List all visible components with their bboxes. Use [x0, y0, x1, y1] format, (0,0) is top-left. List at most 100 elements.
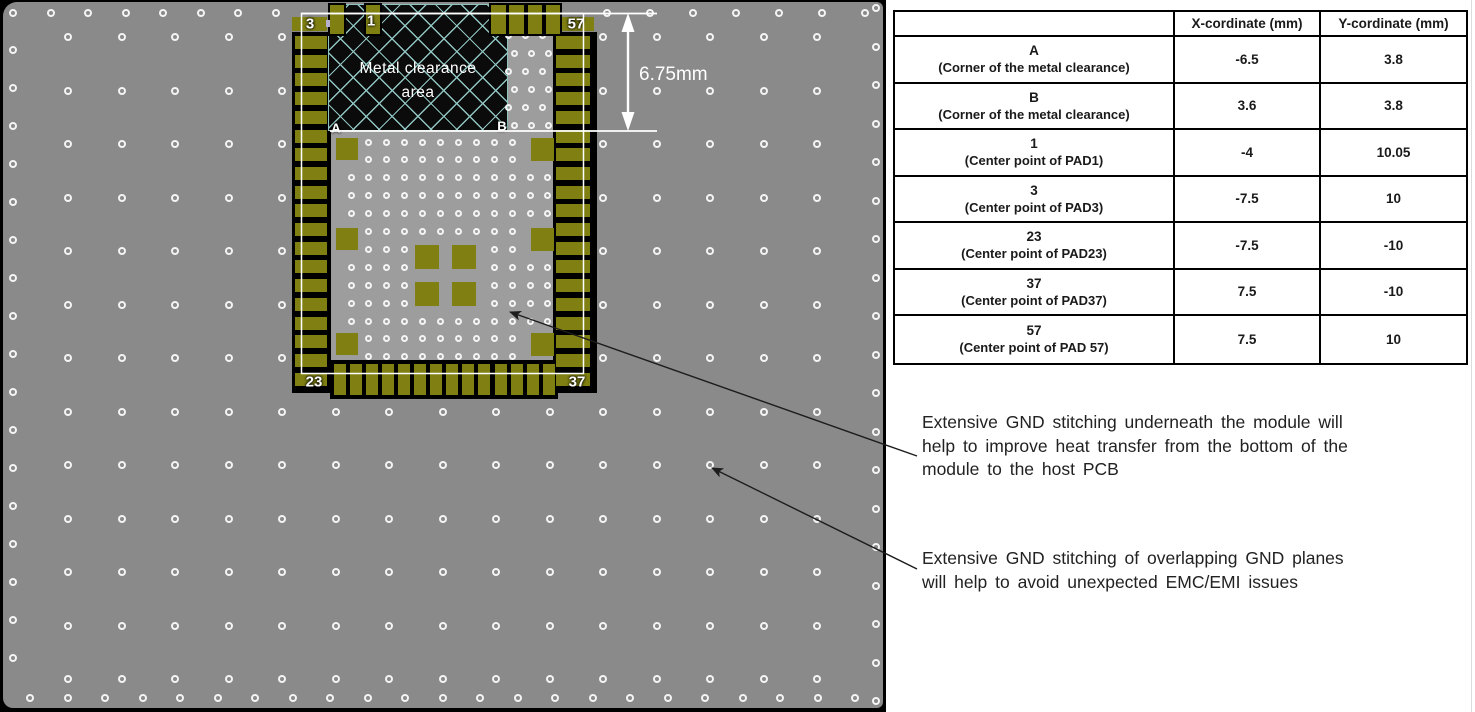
module-via [526, 299, 534, 307]
pad-left-column [295, 73, 327, 87]
coordinate-table: X-cordinate (mm) Y-cordinate (mm) A(Corn… [893, 10, 1468, 365]
gnd-via [363, 694, 372, 702]
gnd-via [171, 568, 179, 576]
gnd-via [224, 407, 233, 416]
pad-bottom-row [446, 364, 459, 395]
gnd-via [117, 300, 126, 309]
pad-right-column [556, 110, 590, 124]
thermal-pad-square [531, 333, 554, 356]
pad-label-3: 3 [305, 15, 315, 33]
gnd-via [776, 694, 784, 702]
gnd-via [196, 9, 205, 17]
gnd-via [706, 354, 714, 362]
module-via [472, 317, 480, 325]
pad-right-column [556, 297, 590, 311]
pad-bottom-row [366, 364, 379, 395]
gnd-via [278, 675, 286, 683]
gnd-via [706, 461, 714, 469]
gnd-via [872, 158, 880, 166]
module-via [544, 299, 552, 307]
gnd-via [652, 514, 661, 523]
module-via [454, 317, 462, 325]
gnd-via [652, 33, 661, 41]
gnd-via [117, 354, 126, 362]
module-via [538, 103, 546, 111]
gnd-via [117, 621, 126, 630]
module-via [490, 228, 498, 235]
pad-left-column [295, 297, 327, 311]
gnd-via [9, 9, 17, 17]
gnd-via [813, 568, 821, 576]
module-via [490, 138, 498, 146]
module-via [490, 210, 498, 218]
gnd-via [545, 568, 554, 576]
pad-bottom-row [334, 364, 346, 395]
gnd-via [9, 540, 17, 548]
gnd-via [224, 33, 233, 41]
pad-right-column [556, 335, 590, 349]
gnd-via [9, 578, 17, 586]
gnd-via [813, 621, 821, 630]
gnd-via [492, 407, 500, 416]
pad-left-column [295, 316, 327, 330]
module-via [437, 138, 444, 146]
module-via [527, 49, 535, 57]
gnd-via [9, 274, 17, 282]
module-via [490, 174, 498, 182]
gnd-via [63, 694, 72, 702]
gnd-via [861, 9, 869, 17]
gnd-via [9, 46, 17, 54]
gnd-via [872, 697, 880, 705]
gnd-via [138, 694, 147, 702]
gnd-via [588, 694, 597, 702]
module-via [383, 138, 391, 146]
module-via [526, 174, 534, 182]
gnd-via [64, 514, 72, 523]
gnd-via [759, 675, 768, 683]
gnd-via [759, 568, 768, 576]
pad-left-column [295, 54, 327, 68]
corner-label-a: A [331, 120, 341, 136]
gnd-via [224, 461, 233, 469]
pad-bottom-row [430, 364, 443, 395]
pad-right-column [556, 92, 590, 106]
gnd-via [224, 514, 233, 523]
module-via [490, 317, 498, 325]
gnd-via [278, 86, 286, 95]
gnd-via [117, 247, 126, 255]
table-row-label: 57(Center point of PAD 57) [895, 316, 1175, 363]
module-via [454, 138, 462, 146]
gnd-via [9, 426, 17, 434]
gnd-via [599, 675, 607, 683]
module-via [544, 49, 552, 57]
gnd-via [545, 514, 554, 523]
module-via [510, 49, 518, 57]
module-via [365, 317, 373, 325]
metal-clearance-label: Metal clearance area [359, 60, 477, 101]
table-header-point [895, 12, 1175, 37]
module-via [365, 299, 373, 307]
thermal-pad-square [415, 282, 439, 306]
pad-left-column [295, 372, 327, 386]
gnd-via [599, 86, 607, 95]
module-via [508, 138, 516, 146]
module-via [521, 103, 529, 111]
gnd-via [224, 193, 233, 202]
module-via [544, 121, 552, 129]
module-via [521, 67, 529, 75]
gnd-via [331, 621, 340, 630]
thermal-pad-square [336, 333, 358, 355]
gnd-via [385, 514, 393, 523]
gnd-via [652, 86, 661, 95]
gnd-via [9, 350, 17, 358]
pin1-marker [326, 20, 330, 27]
gnd-via [159, 9, 167, 17]
gnd-via [438, 675, 447, 683]
gnd-via [9, 84, 17, 92]
gnd-via [872, 350, 880, 359]
gnd-via [599, 514, 607, 523]
gnd-via [224, 621, 233, 630]
gnd-via [117, 33, 126, 41]
gnd-via [872, 196, 880, 205]
thermal-pad-square [531, 228, 554, 251]
